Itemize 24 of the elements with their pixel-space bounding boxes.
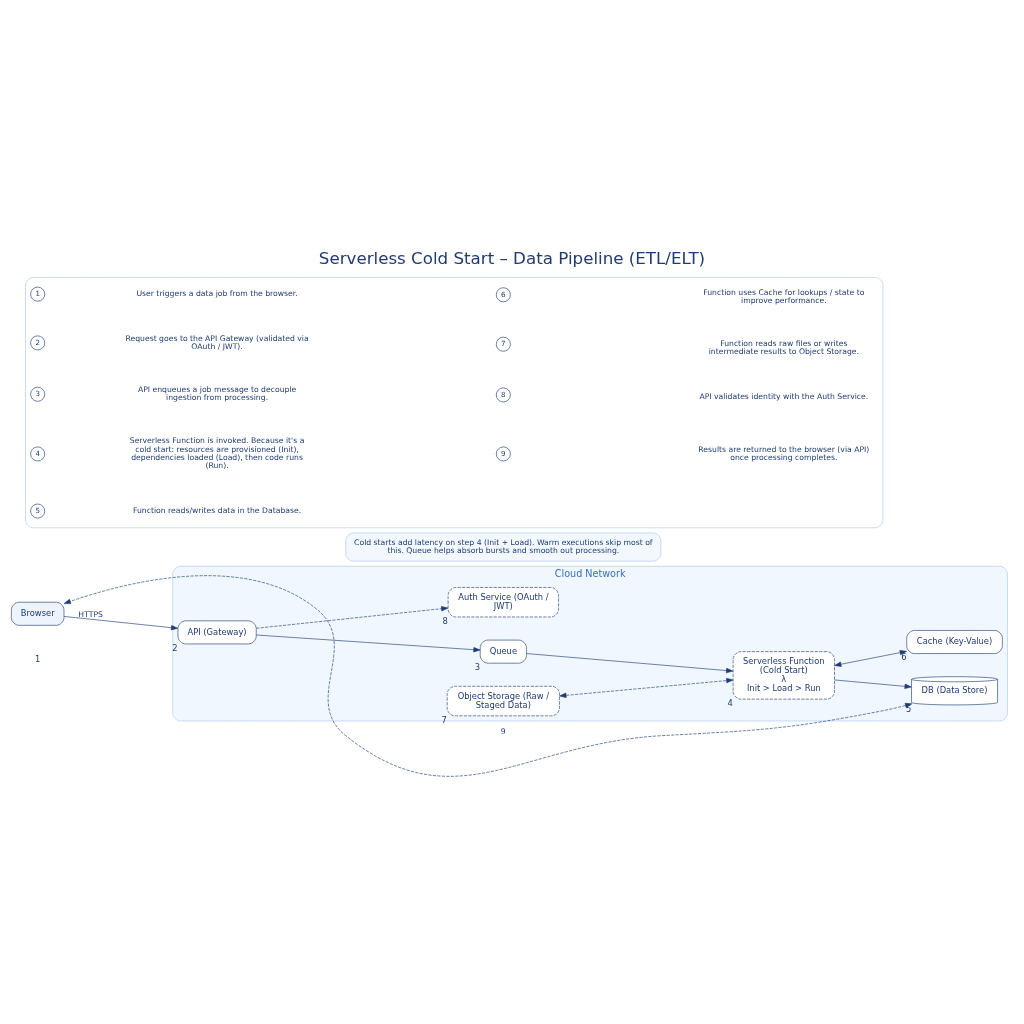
label: 1	[35, 653, 41, 664]
node-box: Serverless Function (Cold Start) λ Init > Load > Run	[732, 650, 835, 699]
node-box	[25, 276, 884, 528]
node-label: 2	[172, 642, 178, 653]
node-box: Object Storage (Raw / Staged Data)	[446, 685, 560, 716]
arrow	[256, 605, 449, 629]
arrow	[834, 679, 912, 689]
node-box: Browser	[11, 601, 65, 626]
node-label: 3	[474, 661, 480, 672]
node-box: Cache (Key-Value)	[906, 629, 1003, 654]
node-label: 4	[727, 697, 733, 708]
node-label: 6	[901, 651, 907, 662]
arrow	[63, 615, 179, 630]
node-box: Queue	[479, 639, 527, 663]
arrow	[559, 677, 734, 698]
node-box: API (Gateway)	[177, 620, 257, 644]
arrow	[526, 652, 734, 673]
node-label: 8	[442, 615, 448, 626]
arrow	[256, 634, 481, 652]
node-box: Auth Service (OAuth / JWT)	[447, 586, 559, 617]
arrow	[834, 649, 907, 667]
diagram-title: Serverless Cold Start – Data Pipeline (ETL/ELT)	[318, 248, 706, 268]
arrow	[63, 574, 913, 777]
node-label: 7	[441, 714, 447, 724]
